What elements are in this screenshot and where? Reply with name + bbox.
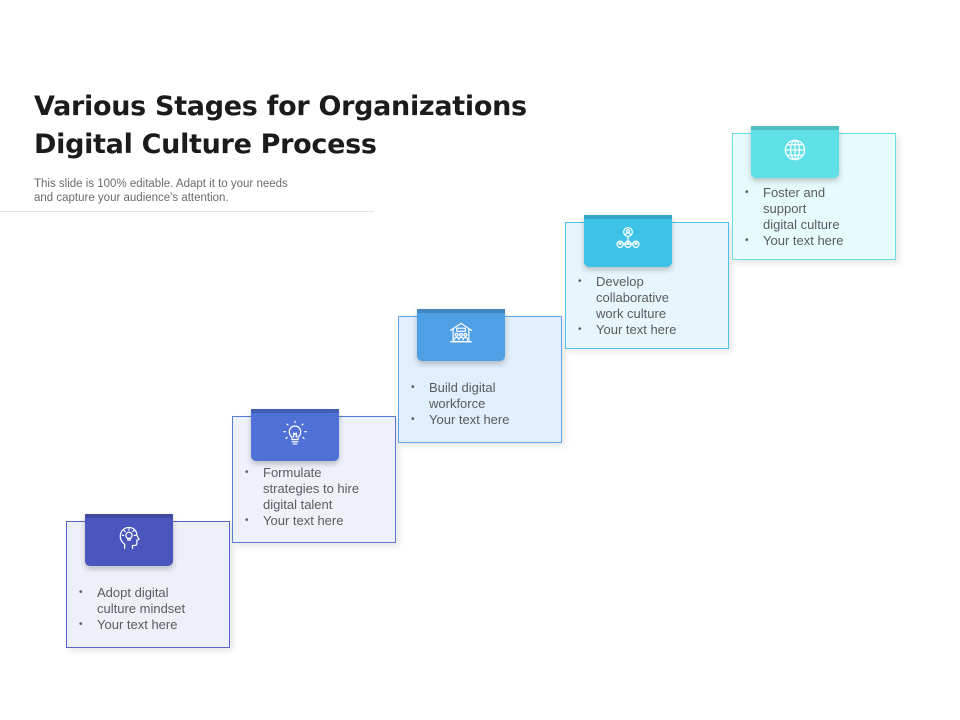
list-item: Your text here	[77, 617, 223, 633]
list-item: Formulate strategies to hire digital tal…	[243, 465, 389, 513]
lightbulb-icon	[281, 419, 309, 452]
stage-tab-5	[751, 126, 839, 178]
slide-title-line-1: Various Stages for Organizations	[34, 91, 527, 122]
bullet-line: strategies to hire	[263, 481, 360, 496]
bullet-line: Formulate	[263, 465, 322, 480]
bullet-line: Build digital	[429, 380, 496, 395]
bullet-line: support	[763, 201, 807, 216]
bullet-line: Your text here	[97, 617, 178, 632]
stage-bullets-1: Adopt digital culture mindset Your text …	[77, 585, 223, 633]
building-people-icon	[447, 319, 475, 352]
slide-title-line-2: Digital Culture Process	[34, 129, 377, 160]
stage-bullets-5: Foster and support digital culture Your …	[743, 185, 889, 249]
bullet-line: Develop	[596, 274, 644, 289]
bullet-line: digital culture	[763, 217, 840, 232]
stage-tab-lip	[751, 126, 839, 130]
bullet-line: work culture	[596, 306, 667, 321]
list-item: Your text here	[243, 513, 389, 529]
slide-subtitle-line-2: and capture your audience's attention.	[34, 192, 229, 204]
stage-bullets-2: Formulate strategies to hire digital tal…	[243, 465, 389, 529]
list-item: Your text here	[576, 322, 722, 338]
bullet-line: Your text here	[596, 322, 677, 337]
stage-bullets-4: Develop collaborative work culture Your …	[576, 274, 722, 338]
bullet-line: Your text here	[263, 513, 344, 528]
stage-card-1: Adopt digital culture mindset Your text …	[66, 514, 230, 648]
stage-tab-lip	[417, 309, 505, 313]
bullet-line: Your text here	[763, 233, 844, 248]
bullet-line: digital talent	[263, 497, 333, 512]
list-item: Your text here	[743, 233, 889, 249]
list-item: Adopt digital culture mindset	[77, 585, 223, 617]
bullet-line: Adopt digital	[97, 585, 169, 600]
stage-tab-lip	[584, 215, 672, 219]
list-item: Foster and support digital culture	[743, 185, 889, 233]
bullet-line: workforce	[429, 396, 486, 411]
bullet-line: culture mindset	[97, 601, 186, 616]
title-divider	[0, 211, 374, 212]
stage-tab-lip	[251, 409, 339, 413]
slide-subtitle-line-1: This slide is 100% editable. Adapt it to…	[34, 178, 288, 190]
stage-card-3: Build digital workforce Your text here	[398, 309, 562, 443]
stage-card-2: Formulate strategies to hire digital tal…	[232, 409, 396, 543]
stage-tab-3	[417, 309, 505, 361]
stage-card-5: Foster and support digital culture Your …	[732, 126, 896, 260]
head-lightbulb-icon	[115, 524, 143, 557]
list-item: Develop collaborative work culture	[576, 274, 722, 322]
stage-tab-1	[85, 514, 173, 566]
bullet-line: Foster and	[763, 185, 826, 200]
slide-title: Various Stages for Organizations Digital…	[34, 88, 594, 164]
list-item: Build digital workforce	[409, 380, 555, 412]
stage-bullets-3: Build digital workforce Your text here	[409, 380, 555, 428]
list-item: Your text here	[409, 412, 555, 428]
network-people-icon	[614, 225, 642, 258]
stage-card-4: Develop collaborative work culture Your …	[565, 215, 729, 349]
slide-subtitle: This slide is 100% editable. Adapt it to…	[34, 177, 334, 205]
stage-tab-2	[251, 409, 339, 461]
stage-tab-4	[584, 215, 672, 267]
globe-icon	[781, 136, 809, 169]
bullet-line: collaborative	[596, 290, 669, 305]
stage-tab-lip	[85, 514, 173, 518]
bullet-line: Your text here	[429, 412, 510, 427]
